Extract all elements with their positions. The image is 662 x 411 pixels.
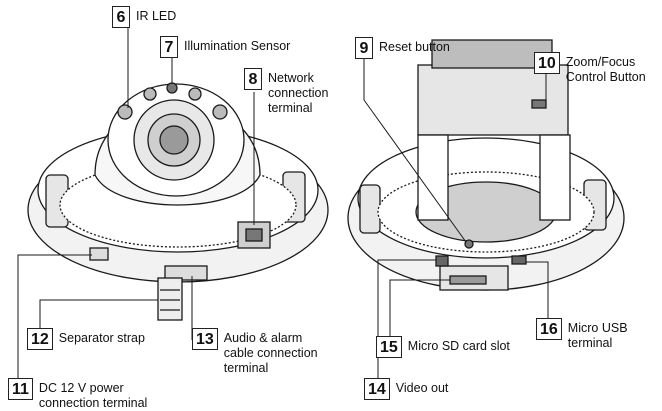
ir-led-4 [212,104,228,120]
callout-number: 13 [192,328,218,350]
callout-micro-usb-terminal: 16 Micro USB terminal [536,318,628,351]
reset-button [464,239,474,249]
callout-number: 12 [27,328,53,350]
callout-number: 16 [536,318,562,340]
callout-micro-sd-slot: 15 Micro SD card slot [376,336,510,358]
callout-label: Audio & alarm cable connection terminal [223,331,318,375]
lens-bracket-right [539,134,571,221]
lens-block-fins [431,39,553,69]
sd-slot [449,275,487,285]
leader-11 [17,254,92,380]
leader-9 [363,52,467,243]
illumination-sensor [166,82,178,94]
callout-label: Zoom/Focus Control Button [565,55,646,84]
audio-alarm-terminal [164,265,208,281]
leader-16 [526,261,549,330]
leader-15 [389,279,450,336]
lens-bracket-left [417,134,449,221]
callout-label: Micro SD card slot [407,339,510,353]
callout-separator-strap: 12 Separator strap [27,328,145,350]
callout-ir-led: 6 IR LED [112,6,176,28]
callout-number: 8 [244,68,262,90]
right-side-clip [359,184,381,234]
leader-12 [39,299,158,340]
zoom-focus-button [531,99,547,109]
separator-strap [157,277,183,321]
power-terminal [89,247,109,261]
callout-label: Video out [395,381,449,395]
callout-label: Micro USB terminal [567,321,628,350]
callout-number: 6 [112,6,130,28]
callout-label: IR LED [136,9,177,23]
callout-number: 15 [376,336,402,358]
callout-reset-button: 9 Reset button [355,37,450,59]
callout-dc-power-terminal: 11 DC 12 V power connection terminal [8,378,147,411]
callout-illumination-sensor: 7 Illumination Sensor [160,36,290,58]
callout-label: Illumination Sensor [184,39,291,53]
callout-zoom-focus-button: 10 Zoom/Focus Control Button [534,52,646,85]
callout-number: 7 [160,36,178,58]
callout-network-terminal: 8 Network connection terminal [244,68,328,116]
callout-label: Network connection terminal [268,71,329,115]
ir-led-1 [117,104,133,120]
callout-video-out: 14 Video out [364,378,448,400]
callout-number: 10 [534,52,560,74]
callout-number: 9 [355,37,373,59]
callout-number: 11 [8,378,33,400]
micro-usb-port [511,255,527,265]
video-out-port [435,255,449,267]
callout-label: Separator strap [58,331,145,345]
callout-audio-alarm-terminal: 13 Audio & alarm cable connection termin… [192,328,318,376]
callout-label: Reset button [379,40,450,54]
left-lens-core [159,125,189,155]
ir-led-2 [143,87,157,101]
callout-number: 14 [364,378,390,400]
network-terminal-port [245,228,263,242]
ir-led-3 [188,87,202,101]
callout-label: DC 12 V power connection terminal [38,381,148,410]
